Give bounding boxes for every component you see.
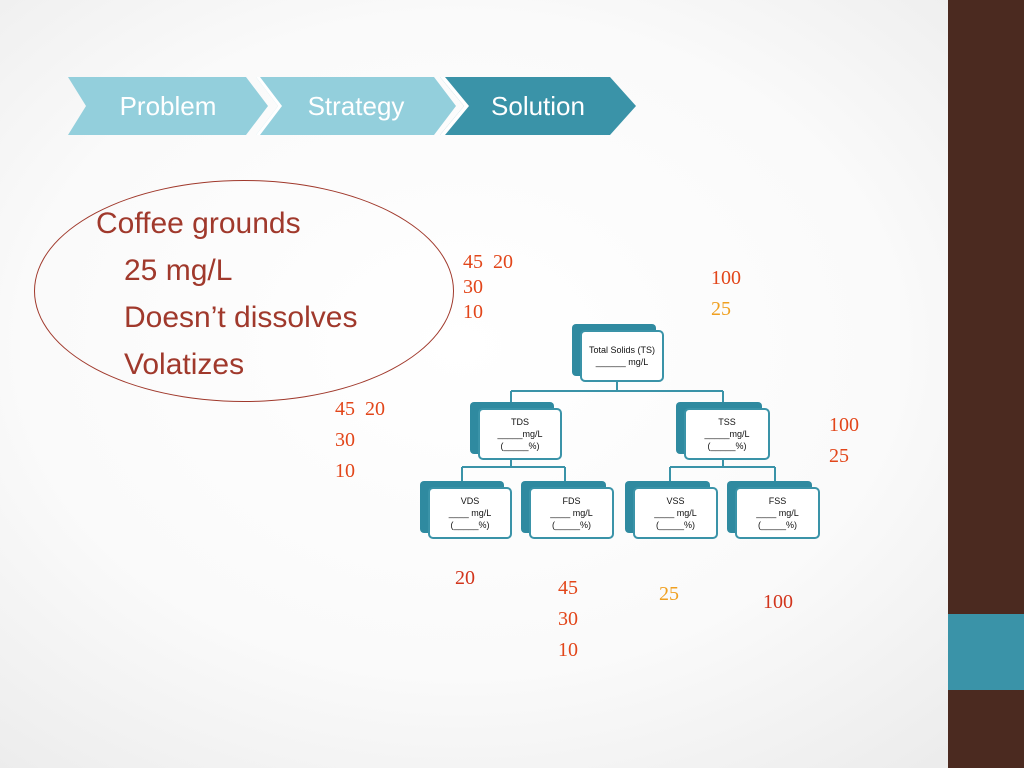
coffee-title: Coffee grounds (96, 207, 301, 240)
sidebar-accent-square (948, 614, 1024, 690)
node-total-solids: Total Solids (TS) ______ mg/L (572, 324, 664, 382)
node-ts-name: Total Solids (TS) (588, 345, 656, 355)
step-problem-label: Problem (119, 90, 217, 121)
node-vss-pct: (_____%) (655, 520, 696, 530)
step-solution[interactable]: Solution (440, 77, 636, 135)
node-fds-value: ____ mg/L (550, 508, 593, 518)
node-tss-name: TSS (718, 417, 736, 427)
coffee-line-volatile: Volatizes (124, 348, 245, 381)
node-tds-pct: (_____%) (500, 441, 540, 451)
node-tss-pct: (_____%) (707, 441, 747, 451)
node-fss-value: ____ mg/L (756, 508, 799, 518)
highlight-ellipse (34, 180, 454, 402)
numbers-bottom-vds: 20 (455, 567, 475, 589)
numbers-top-left: 45 20 30 10 (463, 251, 513, 323)
node-vds: VDS ____ mg/L (_____%) (420, 481, 512, 539)
node-fss: FSS ____ mg/L (_____%) (727, 481, 820, 539)
step-strategy[interactable]: Strategy (256, 77, 456, 135)
node-vss-name: VSS (666, 496, 685, 506)
numbers-bottom-vss: 25 (659, 583, 679, 605)
numbers-bottom-fds: 45 30 10 (558, 577, 578, 661)
node-fds-name: FDS (562, 496, 581, 506)
node-tss-value: _____mg/L (704, 429, 750, 439)
node-fds: FDS ____ mg/L (_____%) (521, 481, 614, 539)
coffee-text-block: Coffee grounds 25 mg/L Doesn’t dissolves… (96, 200, 357, 388)
node-tds-value: _____mg/L (497, 429, 543, 439)
coffee-line-dissolve: Doesn’t dissolves (124, 301, 358, 334)
node-vss: VSS ____ mg/L (_____%) (625, 481, 718, 539)
step-problem[interactable]: Problem (68, 77, 268, 135)
step-solution-label: Solution (491, 90, 585, 121)
coffee-line-concentration: 25 mg/L (124, 254, 233, 287)
node-vds-name: VDS (460, 496, 480, 506)
step-strategy-label: Strategy (307, 90, 405, 121)
node-tds-name: TDS (511, 417, 529, 427)
node-vds-value: ____ mg/L (448, 508, 492, 518)
node-fds-pct: (_____%) (551, 520, 592, 530)
node-tss: TSS _____mg/L (_____%) (676, 402, 770, 460)
node-fss-name: FSS (768, 496, 787, 506)
node-fss-pct: (_____%) (757, 520, 798, 530)
numbers-bottom-fss: 100 (763, 591, 793, 613)
node-ts-value: ______ mg/L (595, 357, 649, 367)
numbers-top-right-a: 100 (711, 267, 741, 289)
node-vss-value: ____ mg/L (654, 508, 697, 518)
numbers-mid-left: 45 20 30 10 (335, 398, 385, 482)
node-tds: TDS _____mg/L (_____%) (470, 402, 562, 460)
node-vds-pct: (_____%) (450, 520, 490, 530)
numbers-top-right-b: 25 (711, 298, 731, 320)
numbers-mid-right: 100 25 (829, 414, 859, 467)
